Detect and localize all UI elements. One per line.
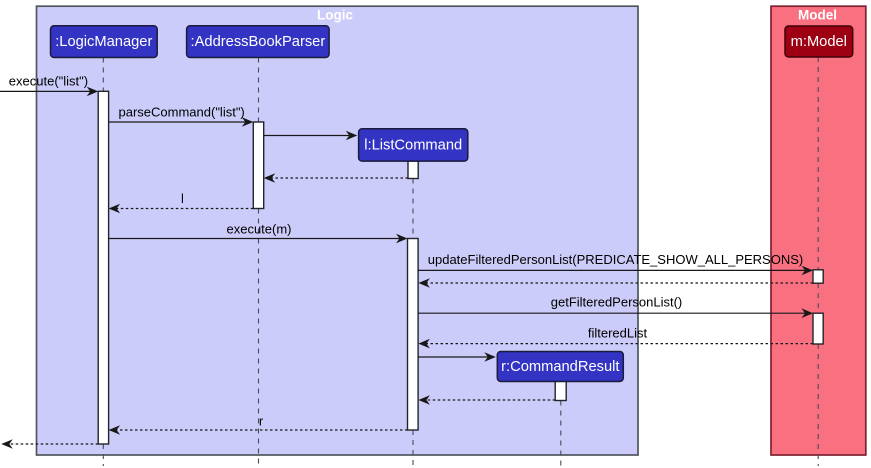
svg-text:r:CommandResult: r:CommandResult — [501, 359, 619, 375]
svg-text:updateFilteredPersonList(PREDI: updateFilteredPersonList(PREDICATE_SHOW_… — [428, 252, 803, 267]
svg-text:l:ListCommand: l:ListCommand — [364, 138, 462, 154]
svg-text:execute("list"): execute("list") — [9, 74, 88, 89]
svg-text:parseCommand("list"): parseCommand("list") — [119, 105, 245, 120]
svg-text:r: r — [259, 414, 264, 429]
svg-text:Logic: Logic — [317, 7, 353, 22]
svg-text:l: l — [181, 191, 184, 206]
svg-text:getFilteredPersonList(): getFilteredPersonList() — [551, 295, 683, 310]
svg-text::AddressBookParser: :AddressBookParser — [191, 34, 326, 50]
svg-text:m:Model: m:Model — [791, 34, 847, 50]
svg-text::LogicManager: :LogicManager — [55, 34, 152, 50]
svg-text:filteredList: filteredList — [588, 326, 648, 341]
svg-text:execute(m): execute(m) — [226, 222, 291, 237]
svg-text:Model: Model — [798, 7, 837, 22]
